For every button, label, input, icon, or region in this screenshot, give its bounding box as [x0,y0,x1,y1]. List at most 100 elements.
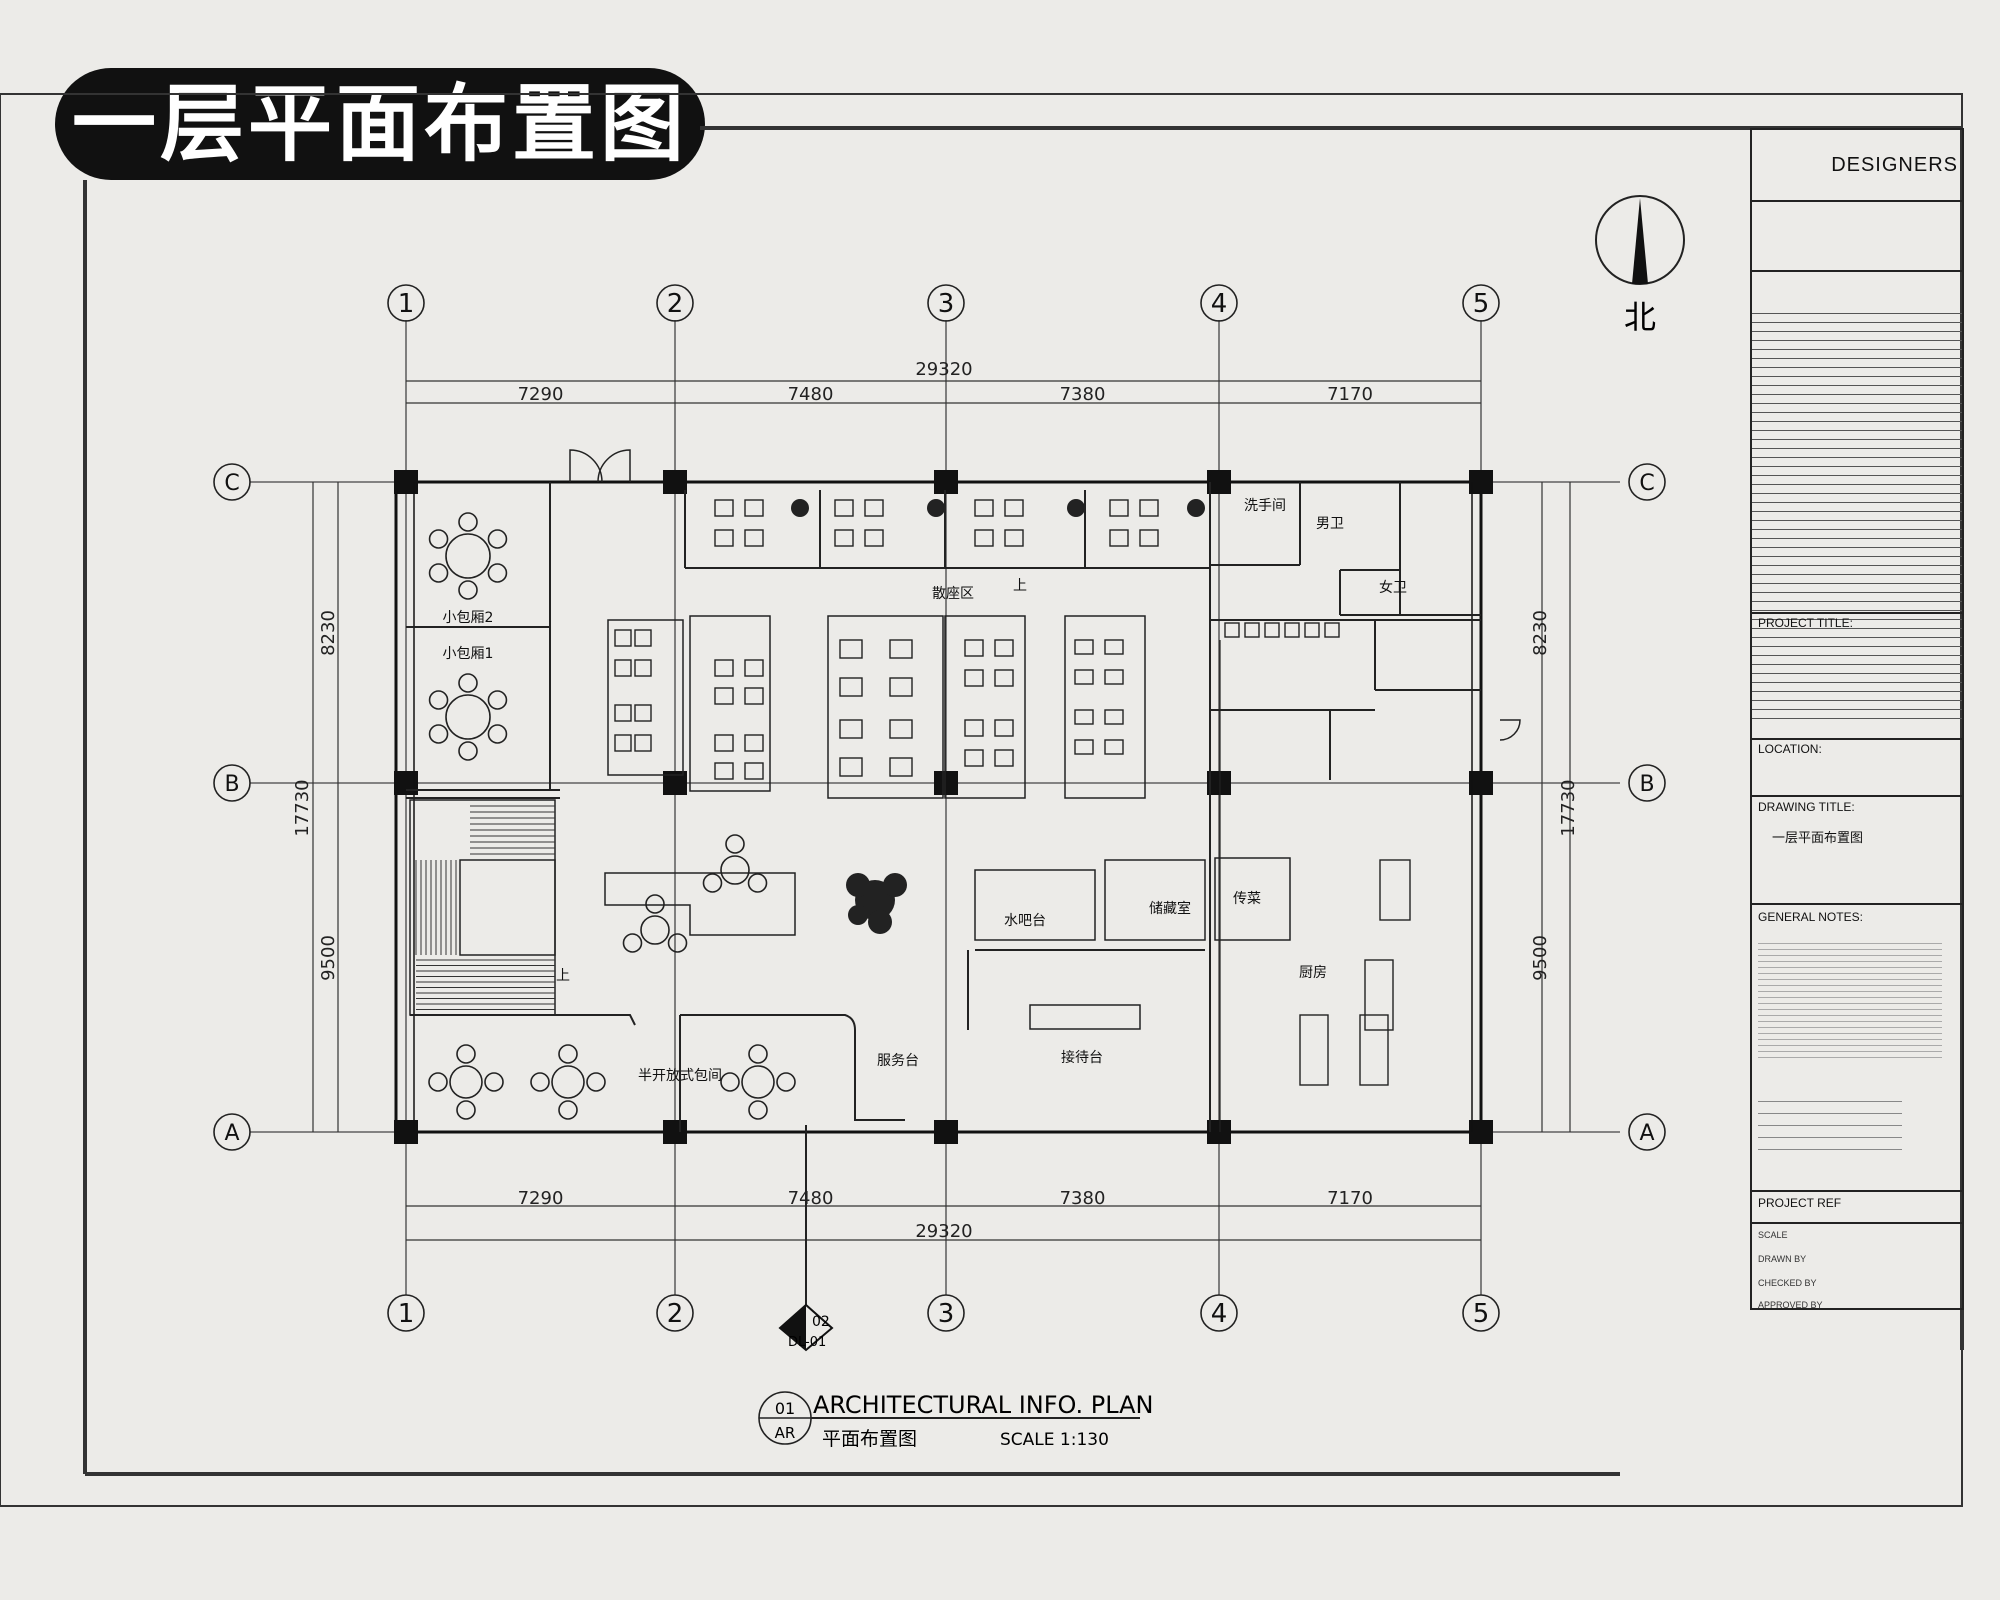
seat [634,704,652,722]
chair [487,563,508,583]
grid-bubble-col-label: 4 [1211,289,1228,319]
dim-left-span: 8230 [318,610,339,656]
seat [1074,639,1094,655]
seat [1139,529,1159,547]
section-marker-top: 02 [812,1314,830,1330]
seat [714,687,734,705]
grid-bubble-row [1628,764,1666,802]
dim-top-span: 7380 [1060,384,1106,405]
round-table [445,694,491,740]
grid-bubble-row-label: C [224,471,239,496]
chair [428,563,449,583]
dim-bottom-span: 7480 [788,1188,834,1209]
location-label: LOCATION: [1758,742,1822,756]
chair [458,673,478,693]
grid-bubble-col-label: 5 [1473,289,1490,319]
chair [456,1100,476,1120]
seat [964,749,984,767]
chair [428,529,449,549]
chair [748,1100,768,1120]
seat [1074,709,1094,725]
label-storage: 储藏室 [1149,900,1191,917]
dim-left-span: 9500 [318,935,339,981]
grid-bubble-row-label: C [1639,471,1654,496]
seat [1104,639,1124,655]
label-male-wc: 男卫 [1316,516,1344,532]
seat [1359,1014,1389,1086]
round-table [449,1065,483,1099]
seat [1364,959,1394,1031]
seat [634,659,652,677]
round-table [741,1065,775,1099]
seat [964,719,984,737]
seat [864,499,884,517]
seat [974,529,994,547]
approved-by-label: APPROVED BY [1758,1300,1823,1310]
seat [1379,859,1411,921]
seat [614,629,632,647]
caption-sheet: AR [775,1424,796,1442]
seat [714,659,734,677]
seat [834,529,854,547]
caption-title-cn: 平面布置图 [822,1428,917,1450]
dim-left-total: 17730 [292,779,313,836]
seats [614,499,1411,1086]
seat [744,687,764,705]
seat [1299,1014,1329,1086]
seat [744,659,764,677]
label-private-room-2: 小包厢2 [443,610,494,626]
label-up-2: 上 [556,968,570,984]
dim-top-total: 29320 [915,359,972,380]
grid-bubble-col-label: 4 [1211,1299,1228,1329]
chair [428,724,449,744]
grid-bubble-row [1628,463,1666,501]
caption-number: 01 [775,1399,795,1418]
scale-label: SCALE [1758,1230,1788,1240]
seat [1304,622,1320,638]
dim-right-span: 8230 [1530,610,1551,656]
checked-by-label: CHECKED BY [1758,1278,1817,1288]
label-water-bar: 水吧台 [1004,913,1046,929]
round-tables [428,512,796,1120]
seat [994,639,1014,657]
grid-bubble-col-label: 2 [667,289,684,319]
grid-bubble-col-label: 3 [938,289,955,319]
grid-bubble-col [1200,284,1238,322]
seat [714,529,734,547]
round-table [551,1065,585,1099]
notes-lines-2 [1758,1090,1902,1160]
seat [1004,529,1024,547]
seat [614,734,632,752]
section-marker: 02 DL-01 [778,1125,834,1352]
seat [994,669,1014,687]
seat [839,719,863,739]
grid-bubble-col [927,1294,965,1332]
round-table [445,533,491,579]
label-service-desk: 服务台 [877,1053,919,1069]
seat [974,499,994,517]
seat [744,499,764,517]
chair [558,1100,578,1120]
round-table [640,915,670,945]
seat [744,734,764,752]
grid-bubble-row-label: B [1639,772,1654,797]
label-semi-open-room: 半开放式包间 [638,1068,722,1084]
seat [1139,499,1159,517]
title-block: DESIGNERS PROJECT TITLE: LOCATION: DRAWI… [1750,128,1964,1310]
chair [428,1072,448,1092]
grid-bubble-row [213,463,251,501]
seat [634,629,652,647]
dim-right-total: 17730 [1558,779,1579,836]
label-reception-desk: 接待台 [1061,1049,1103,1066]
chair [428,690,449,710]
chair [702,873,723,893]
structural-column [934,771,958,795]
notes-lines [1758,938,1942,1058]
drawn-by-label: DRAWN BY [1758,1254,1807,1264]
chair [487,529,508,549]
label-private-room-1: 小包厢1 [443,646,494,662]
seat [714,762,734,780]
project-ref-label: PROJECT REF [1758,1196,1842,1210]
grid-bubble-col-label: 2 [667,1299,684,1329]
